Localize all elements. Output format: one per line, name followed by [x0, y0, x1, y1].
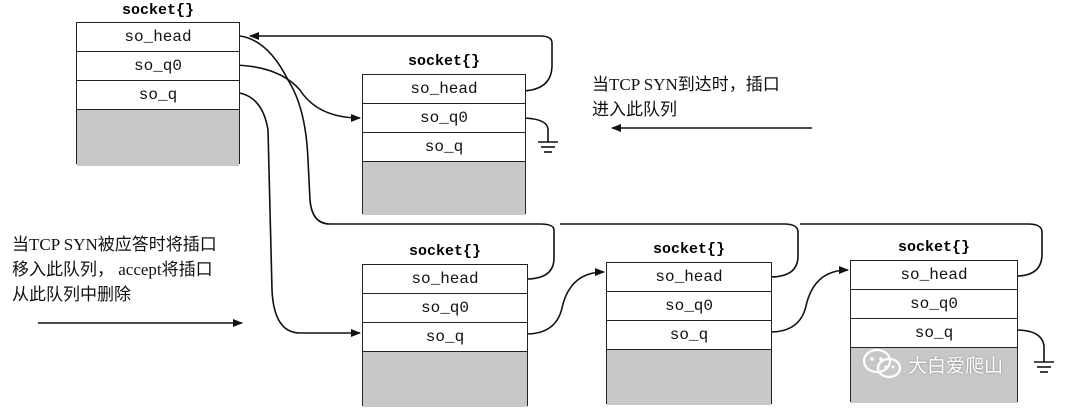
- socket-1-title: socket{}: [121, 2, 194, 19]
- q0-link-1: [229, 64, 361, 122]
- incoming-queue-caption: 当TCP SYN到达时，插口 进入此队列: [592, 72, 780, 122]
- watermark-text: 大白爱爬山: [908, 354, 1004, 377]
- socket-2-so-head: so_head: [363, 75, 525, 104]
- socket-5-so-head: so_head: [851, 261, 1017, 290]
- q-end-5: [1015, 329, 1045, 362]
- accepted-caption-line-2: 移入此队列， accept将插口: [12, 260, 213, 279]
- socket-5-so-q: so_q: [851, 319, 1017, 348]
- socket-1: so_head so_q0 so_q: [76, 22, 240, 166]
- socket-2: so_head so_q0 so_q: [362, 74, 526, 215]
- accepted-caption-line-1: 当TCP SYN被应答时将插口: [12, 235, 217, 254]
- socket-3-so-head: so_head: [363, 265, 527, 294]
- socket-3: so_head so_q0 so_q: [362, 264, 528, 407]
- q-link-4: [769, 266, 849, 333]
- incoming-caption-line-2: 进入此队列: [592, 100, 677, 119]
- socket-4: so_head so_q0 so_q: [606, 262, 772, 405]
- socket-5-title: socket{}: [897, 239, 970, 256]
- socket-4-title: socket{}: [652, 241, 725, 258]
- socket-4-shaded-area: [607, 350, 771, 405]
- accepted-queue-caption: 当TCP SYN被应答时将插口 移入此队列， accept将插口 从此队列中删除: [12, 232, 217, 307]
- head-link-3: [239, 35, 555, 280]
- head-link-2: [249, 32, 553, 92]
- socket-2-so-q: so_q: [363, 133, 525, 162]
- socket-3-so-q: so_q: [363, 323, 527, 352]
- socket-2-so-q0: so_q0: [363, 104, 525, 133]
- socket-1-so-q: so_q: [77, 81, 239, 110]
- q-link-3: [525, 268, 605, 335]
- socket-1-shaded-area: [77, 110, 239, 166]
- incoming-caption-line-1: 当TCP SYN到达时，插口: [592, 75, 780, 94]
- wechat-icon: [862, 348, 902, 379]
- socket-3-title: socket{}: [408, 243, 481, 260]
- socket-5: so_head so_q0 so_q: [850, 260, 1018, 403]
- socket-4-so-head: so_head: [607, 263, 771, 292]
- socket-1-so-head: so_head: [77, 23, 239, 52]
- head-link-4: [560, 223, 799, 278]
- watermark: 大白爱爬山: [862, 348, 1003, 380]
- socket-4-so-q: so_q: [607, 321, 771, 350]
- socket-5-so-q0: so_q0: [851, 290, 1017, 319]
- socket-2-shaded-area: [363, 162, 525, 215]
- socket-2-title: socket{}: [407, 53, 480, 70]
- socket-3-so-q0: so_q0: [363, 294, 527, 323]
- socket-4-so-q0: so_q0: [607, 292, 771, 321]
- socket-1-so-q0: so_q0: [77, 52, 239, 81]
- socket-5-shaded-area: [851, 348, 1017, 403]
- head-link-5: [800, 223, 1043, 277]
- accepted-caption-line-3: 从此队列中删除: [12, 285, 131, 304]
- q-link-1: [229, 91, 361, 337]
- socket-3-shaded-area: [363, 352, 527, 407]
